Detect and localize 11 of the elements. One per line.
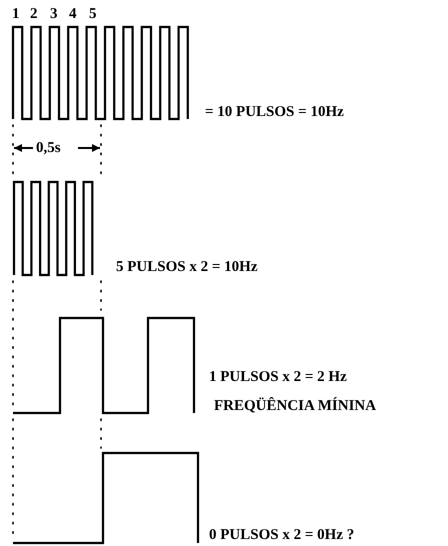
- pulse-count-text: 0 PULSOS x 2 = 0Hz ?: [209, 527, 354, 543]
- pulse-number: 5: [89, 6, 96, 22]
- pulse-number: 3: [50, 6, 58, 22]
- pulse-count-text: = 10 PULSOS = 10Hz: [205, 104, 344, 120]
- pulse-count-text: 1 PULSOS x 2 = 2 Hz: [209, 369, 347, 385]
- duration-label: 0,5s: [36, 140, 61, 156]
- pulse-number: 2: [30, 6, 38, 22]
- pulse-count-text: 5 PULSOS x 2 = 10Hz: [116, 259, 258, 275]
- pulse-number: 4: [69, 6, 76, 22]
- frequency-note: FREQÜÊNCIA MÍNINA: [214, 398, 376, 414]
- pulse-number: 1: [12, 6, 20, 22]
